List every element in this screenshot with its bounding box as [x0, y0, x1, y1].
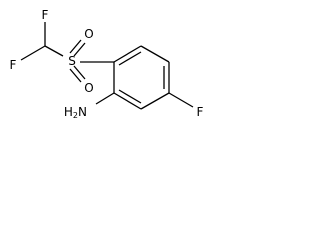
- atom-f-left: F: [10, 58, 17, 72]
- amine-h-count: 2: [73, 111, 78, 120]
- atom-amine-label: H2N: [64, 105, 87, 120]
- amine-h: H: [64, 105, 73, 119]
- bond-ring-c1-c2: [113, 45, 142, 63]
- atom-labels: F F S O O F H2N: [10, 8, 204, 120]
- atom-o-bottom: O: [84, 81, 93, 95]
- bond-ring-inner-3: [118, 89, 142, 104]
- bonds: [20, 22, 194, 110]
- bond-ring-c5-c6: [113, 92, 142, 110]
- atom-s: S: [68, 54, 76, 68]
- bond-ring-c2-c3: [140, 45, 170, 63]
- bond-ring-c4-c5: [140, 92, 170, 110]
- atom-o-top: O: [84, 27, 93, 41]
- bond-s-o-top-b: [73, 42, 86, 57]
- atom-f-top: F: [42, 8, 49, 22]
- bond-s-o-bottom-b: [73, 65, 86, 80]
- molecule-structure: F F S O O F H2N: [10, 8, 204, 120]
- bond-s-o-bottom-a: [69, 68, 82, 83]
- bond-ring-inner-1: [118, 51, 142, 66]
- amine-n: N: [78, 105, 87, 119]
- atom-f-ring: F: [197, 105, 204, 119]
- bond-ring-f: [168, 92, 194, 108]
- bond-c-f-left: [20, 45, 46, 61]
- bond-ring-n: [95, 92, 115, 105]
- bond-s-o-top-a: [69, 39, 82, 54]
- bond-c-s: [44, 45, 64, 57]
